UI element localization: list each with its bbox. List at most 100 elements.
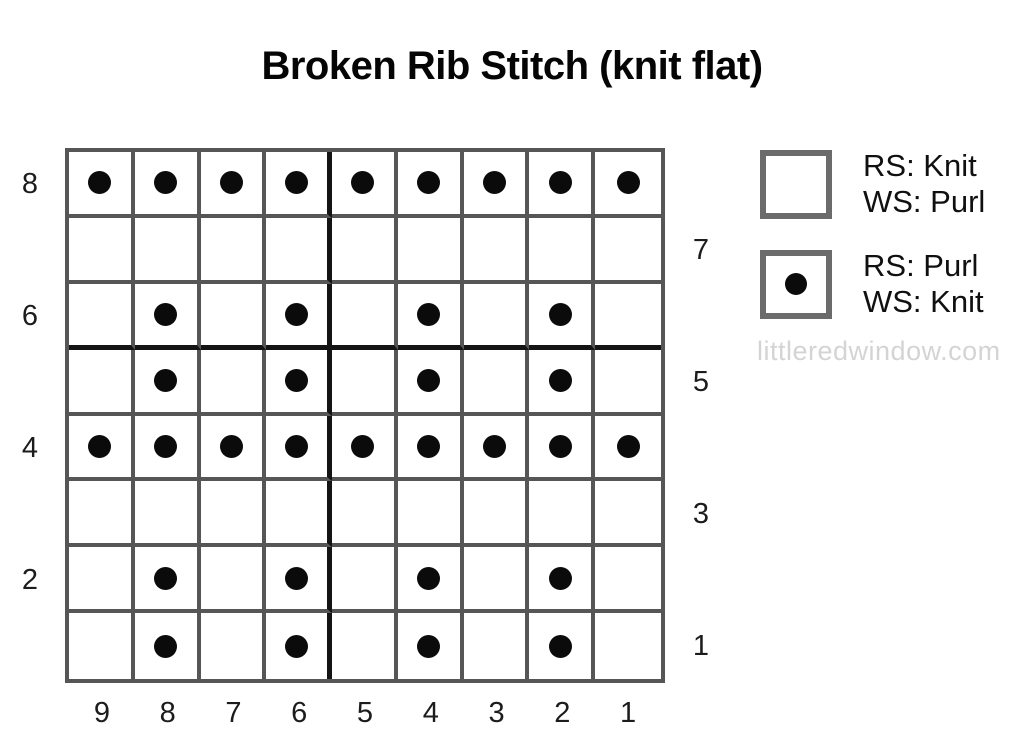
purl-dot-icon [219, 171, 243, 195]
chart-cell-purl [595, 152, 661, 218]
row-number-label: 8 [21, 168, 39, 201]
chart-cell-knit [463, 481, 530, 548]
column-number-label: 7 [225, 696, 242, 729]
chart-cell-knit [332, 481, 398, 548]
column-number-label: 4 [422, 696, 439, 729]
purl-dot-icon [285, 302, 309, 326]
chart-cell-knit [201, 613, 267, 679]
purl-dot-icon [351, 434, 375, 458]
purl-dot-icon [285, 634, 309, 658]
chart-cell-purl [529, 152, 596, 218]
chart-cell-purl [135, 613, 201, 679]
purl-dot-icon [483, 434, 507, 458]
chart-cell-knit [200, 283, 267, 350]
chart-cell-knit [200, 349, 267, 416]
chart-cell-knit [332, 613, 398, 679]
chart-cell-knit [266, 217, 333, 284]
chart-cell-purl [397, 152, 464, 218]
purl-dot-icon [154, 566, 178, 590]
purl-dot-icon [483, 171, 507, 195]
purl-dot-icon [548, 434, 572, 458]
row-number-label: 6 [21, 300, 39, 333]
purl-dot-icon [154, 369, 178, 393]
chart-cell-knit [332, 547, 398, 614]
chart-cell-purl [266, 613, 333, 679]
chart-cell-purl [529, 547, 596, 614]
chart-cell-knit [463, 349, 530, 416]
purl-dot-icon [548, 171, 572, 195]
column-number-label: 6 [291, 696, 308, 729]
chart-cell-knit [69, 349, 135, 416]
chart-cell-purl [200, 152, 267, 218]
chart-cell-purl [397, 547, 464, 614]
purl-dot-icon [154, 171, 178, 195]
chart-cell-knit [332, 349, 398, 416]
purl-dot-icon [88, 171, 112, 195]
empty-square-icon [760, 149, 832, 219]
column-number-label: 8 [159, 696, 176, 729]
legend-line: RS: Knit [863, 148, 977, 183]
chart-cell-purl [266, 283, 333, 350]
chart-cell-purl [529, 349, 596, 416]
column-number-label: 2 [554, 696, 571, 729]
chart-cell-purl [266, 349, 333, 416]
chart-cell-purl [398, 613, 464, 679]
chart-cell-purl [134, 283, 201, 350]
row-number-label: 2 [21, 563, 39, 596]
chart-cell-knit [134, 217, 201, 284]
purl-dot-icon [219, 434, 243, 458]
chart-cell-knit [529, 481, 596, 548]
chart-cell-purl [529, 415, 596, 482]
chart-cell-knit [266, 481, 333, 548]
chart-cell-knit [464, 613, 530, 679]
chart-cell-purl [463, 415, 530, 482]
chart-cell-purl [397, 415, 464, 482]
purl-dot-icon [785, 273, 807, 295]
chart-cell-knit [595, 284, 661, 350]
purl-dot-icon [154, 634, 178, 658]
chart-cell-knit [69, 481, 135, 548]
legend-item-knit: RS: Knit WS: Purl [760, 148, 985, 220]
stitch-grid [65, 148, 665, 683]
purl-dot-icon [154, 302, 178, 326]
chart-cell-purl [69, 152, 135, 218]
row-number-label: 3 [692, 497, 710, 530]
legend-line: WS: Knit [863, 284, 984, 319]
chart-cell-purl [134, 415, 201, 482]
purl-dot-icon [417, 434, 441, 458]
purl-dot-icon [285, 566, 309, 590]
legend-item-purl: RS: Purl WS: Knit [760, 248, 984, 320]
purl-dot-icon [154, 434, 178, 458]
page-title: Broken Rib Stitch (knit flat) [261, 44, 763, 88]
chart-cell-knit [595, 218, 661, 284]
chart-cell-knit [595, 547, 661, 614]
purl-dot-icon [417, 171, 441, 195]
row-number-label: 4 [21, 431, 39, 464]
chart-cell-purl [134, 547, 201, 614]
row-number-label: 7 [692, 234, 710, 267]
purl-dot-icon [417, 634, 441, 658]
chart-cell-purl [134, 349, 201, 416]
chart-cell-purl [266, 152, 333, 218]
chart-cell-purl [529, 283, 596, 350]
purl-dot-icon [417, 302, 441, 326]
legend-line: WS: Purl [863, 184, 986, 219]
legend-label-knit: RS: Knit WS: Purl [863, 148, 985, 220]
chart-cell-purl [200, 415, 267, 482]
chart-cell-knit [463, 217, 530, 284]
chart-cell-purl [397, 349, 464, 416]
purl-dot-icon [548, 302, 572, 326]
chart-cell-knit [595, 481, 661, 548]
chart-cell-knit [69, 547, 135, 614]
purl-dot-icon [616, 171, 640, 195]
dot-square-icon [760, 249, 832, 319]
column-number-label: 1 [620, 696, 637, 729]
chart-cell-purl [332, 415, 398, 482]
chart-cell-knit [332, 217, 398, 284]
chart-cell-knit [200, 217, 267, 284]
chart-cell-knit [529, 217, 596, 284]
column-number-label: 9 [93, 696, 110, 729]
chart-cell-knit [69, 613, 135, 679]
